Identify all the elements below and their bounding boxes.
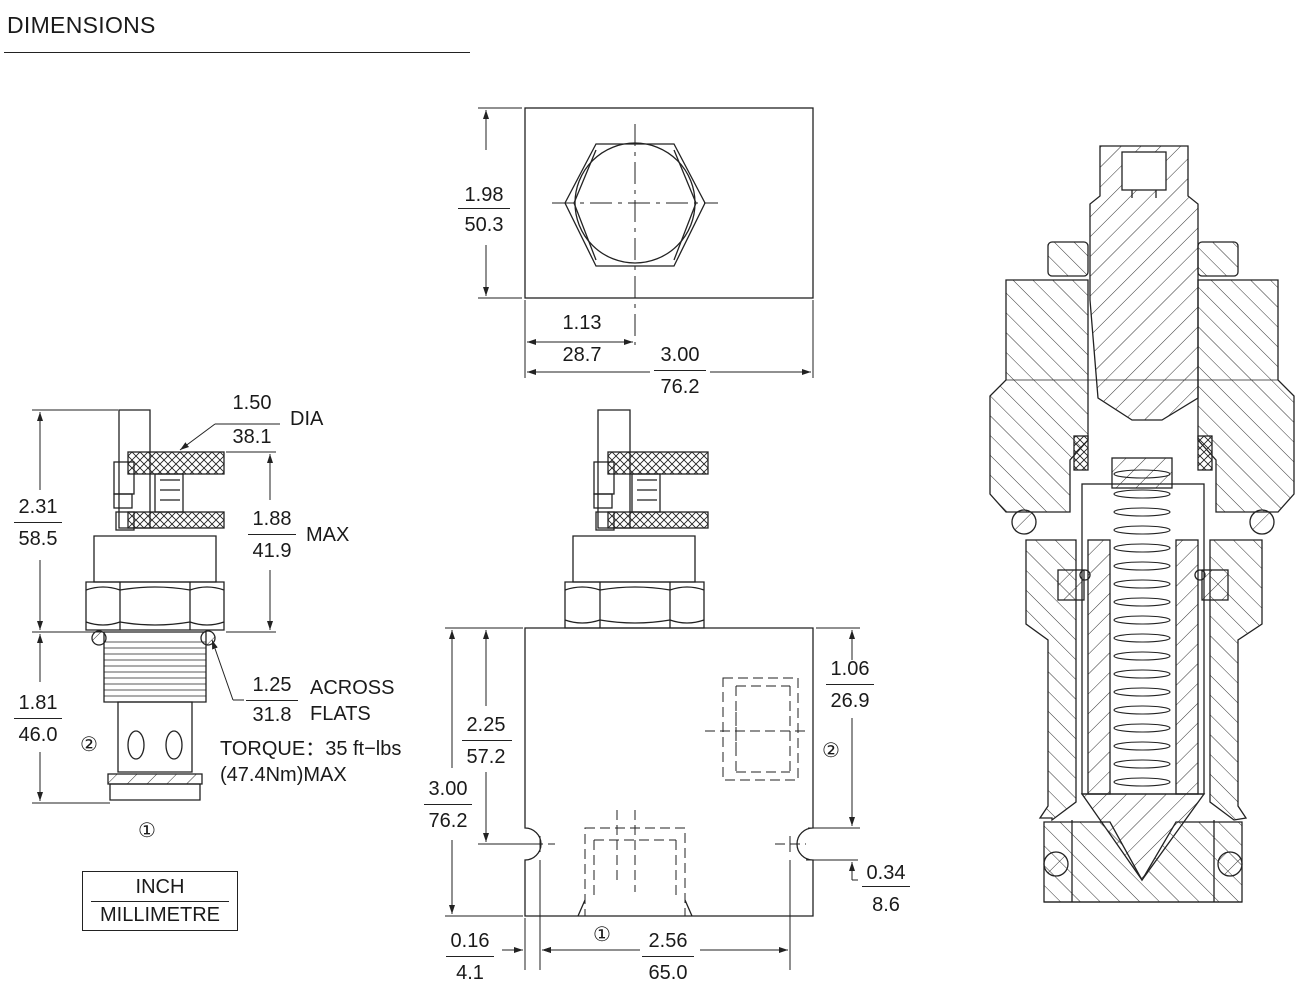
torque-spec: TORQUE：35 ft−lbs bbox=[220, 738, 402, 760]
units-legend: INCH MILLIMETRE bbox=[82, 871, 238, 931]
fraction-bar bbox=[248, 534, 296, 535]
body-height-mm: 76.2 bbox=[428, 810, 468, 832]
fraction-bar bbox=[642, 956, 694, 957]
fraction-bar bbox=[446, 956, 494, 957]
port2-height-mm: 26.9 bbox=[830, 690, 870, 712]
mount-spacing-inch: 2.56 bbox=[648, 930, 688, 952]
dia-label: DIA bbox=[290, 408, 324, 430]
fraction-bar bbox=[462, 740, 512, 741]
mount-offset-mm: 8.6 bbox=[872, 894, 900, 916]
flats-label: FLATS bbox=[310, 703, 371, 725]
top-view bbox=[478, 107, 814, 378]
top-width-inch: 3.00 bbox=[660, 344, 700, 366]
fraction-bar bbox=[14, 718, 62, 719]
torque-max: (47.4Nm)MAX bbox=[220, 764, 347, 786]
cartridge-side-view bbox=[32, 409, 280, 804]
adjust-mm: 41.9 bbox=[252, 540, 292, 562]
mount-spacing-mm: 65.0 bbox=[648, 962, 688, 984]
dia-inch: 1.50 bbox=[232, 392, 272, 414]
dia-mm: 38.1 bbox=[232, 426, 272, 448]
legend-divider bbox=[91, 901, 229, 902]
flats-mm: 31.8 bbox=[252, 704, 292, 726]
mount-offset-inch: 0.34 bbox=[866, 862, 906, 884]
top-height-inch: 1.98 bbox=[464, 184, 504, 206]
legend-inch: INCH bbox=[135, 876, 185, 898]
page-title: DIMENSIONS bbox=[7, 12, 156, 38]
port1-height-inch: 2.25 bbox=[466, 714, 506, 736]
cart-lower-mm: 46.0 bbox=[18, 724, 58, 746]
port1-height-mm: 57.2 bbox=[466, 746, 506, 768]
edge-offset-inch: 0.16 bbox=[450, 930, 490, 952]
cross-section-view bbox=[989, 145, 1295, 903]
fraction-bar bbox=[424, 804, 472, 805]
front-view bbox=[445, 409, 860, 970]
fraction-bar bbox=[826, 684, 874, 685]
legend-mm: MILLIMETRE bbox=[99, 904, 221, 926]
cart-upper-inch: 2.31 bbox=[18, 496, 58, 518]
edge-offset-mm: 4.1 bbox=[456, 962, 484, 984]
cart-lower-inch: 1.81 bbox=[18, 692, 58, 714]
top-center-inch: 1.13 bbox=[562, 312, 602, 334]
top-width-mm: 76.2 bbox=[660, 376, 700, 398]
cart-upper-mm: 58.5 bbox=[18, 528, 58, 550]
top-center-mm: 28.7 bbox=[562, 344, 602, 366]
fraction-bar bbox=[14, 522, 62, 523]
port-2-label: ② bbox=[80, 734, 98, 756]
title-underline bbox=[4, 52, 470, 53]
flats-inch: 1.25 bbox=[252, 674, 292, 696]
port-1-label: ① bbox=[138, 820, 156, 842]
across-label: ACROSS bbox=[310, 677, 395, 699]
adjust-inch: 1.88 bbox=[252, 508, 292, 530]
fraction-bar bbox=[862, 886, 910, 887]
port-1-label-front: ① bbox=[593, 924, 611, 946]
fraction-bar bbox=[654, 370, 706, 371]
fraction-bar bbox=[458, 208, 510, 209]
fraction-bar bbox=[246, 700, 298, 701]
top-height-mm: 50.3 bbox=[464, 214, 504, 236]
port2-height-inch: 1.06 bbox=[830, 658, 870, 680]
body-height-inch: 3.00 bbox=[428, 778, 468, 800]
port-2-label-front: ② bbox=[822, 740, 840, 762]
max-label: MAX bbox=[306, 524, 350, 546]
